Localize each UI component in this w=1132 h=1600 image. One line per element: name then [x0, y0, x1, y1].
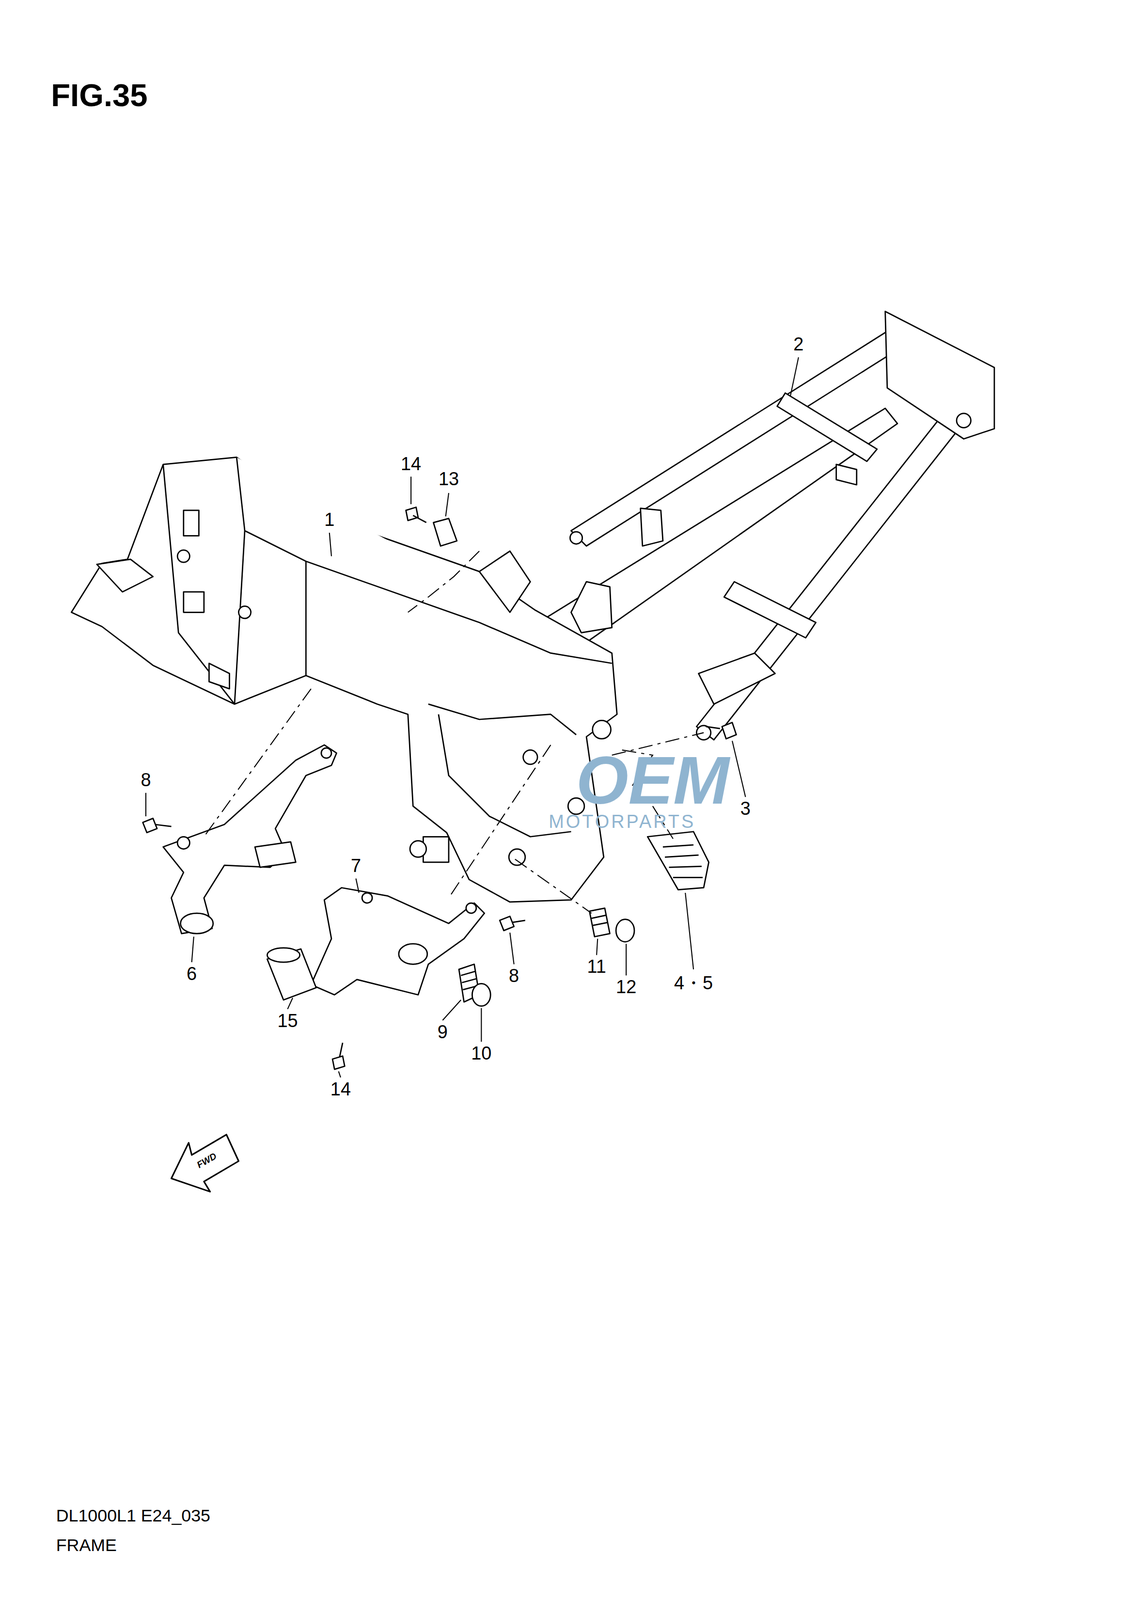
- callout-number: 14: [400, 455, 422, 474]
- bolt: [332, 1042, 345, 1070]
- watermark: MOTORPARTS: [548, 812, 696, 832]
- callout-number: 3: [740, 799, 751, 818]
- callout-number: 2: [793, 335, 804, 354]
- figure-caption: FRAME: [56, 1536, 117, 1555]
- watermark: OEM: [576, 746, 730, 814]
- bolt: [406, 507, 427, 523]
- callout-number: 7: [350, 856, 362, 876]
- diagram-code: DL1000L1 E24_035: [56, 1507, 211, 1525]
- callout-number: 12: [615, 977, 637, 997]
- figure-title: FIG.35: [50, 79, 148, 111]
- bolt: [499, 915, 526, 930]
- rubber-pad: [647, 831, 709, 890]
- forward-arrow: [171, 1134, 239, 1192]
- callout-number: 14: [330, 1080, 351, 1099]
- callout-number: 4・5: [674, 974, 713, 993]
- footrest-bracket: [311, 887, 485, 995]
- callout-number: 9: [437, 1022, 448, 1042]
- callout-number: 8: [508, 966, 519, 986]
- callout-number: 1: [324, 510, 335, 530]
- callout-number: 8: [140, 770, 151, 790]
- bolt: [705, 722, 737, 739]
- main-frame: [71, 456, 617, 902]
- collar: [433, 518, 457, 547]
- bolt: [142, 817, 172, 833]
- spring: [589, 908, 610, 937]
- leader-lines: [145, 357, 799, 1078]
- callout-number: 13: [438, 470, 459, 489]
- callout-number: 11: [586, 957, 606, 976]
- callout-number: 6: [186, 964, 197, 984]
- callout-number: 15: [277, 1011, 298, 1031]
- callout-number: 10: [471, 1044, 492, 1063]
